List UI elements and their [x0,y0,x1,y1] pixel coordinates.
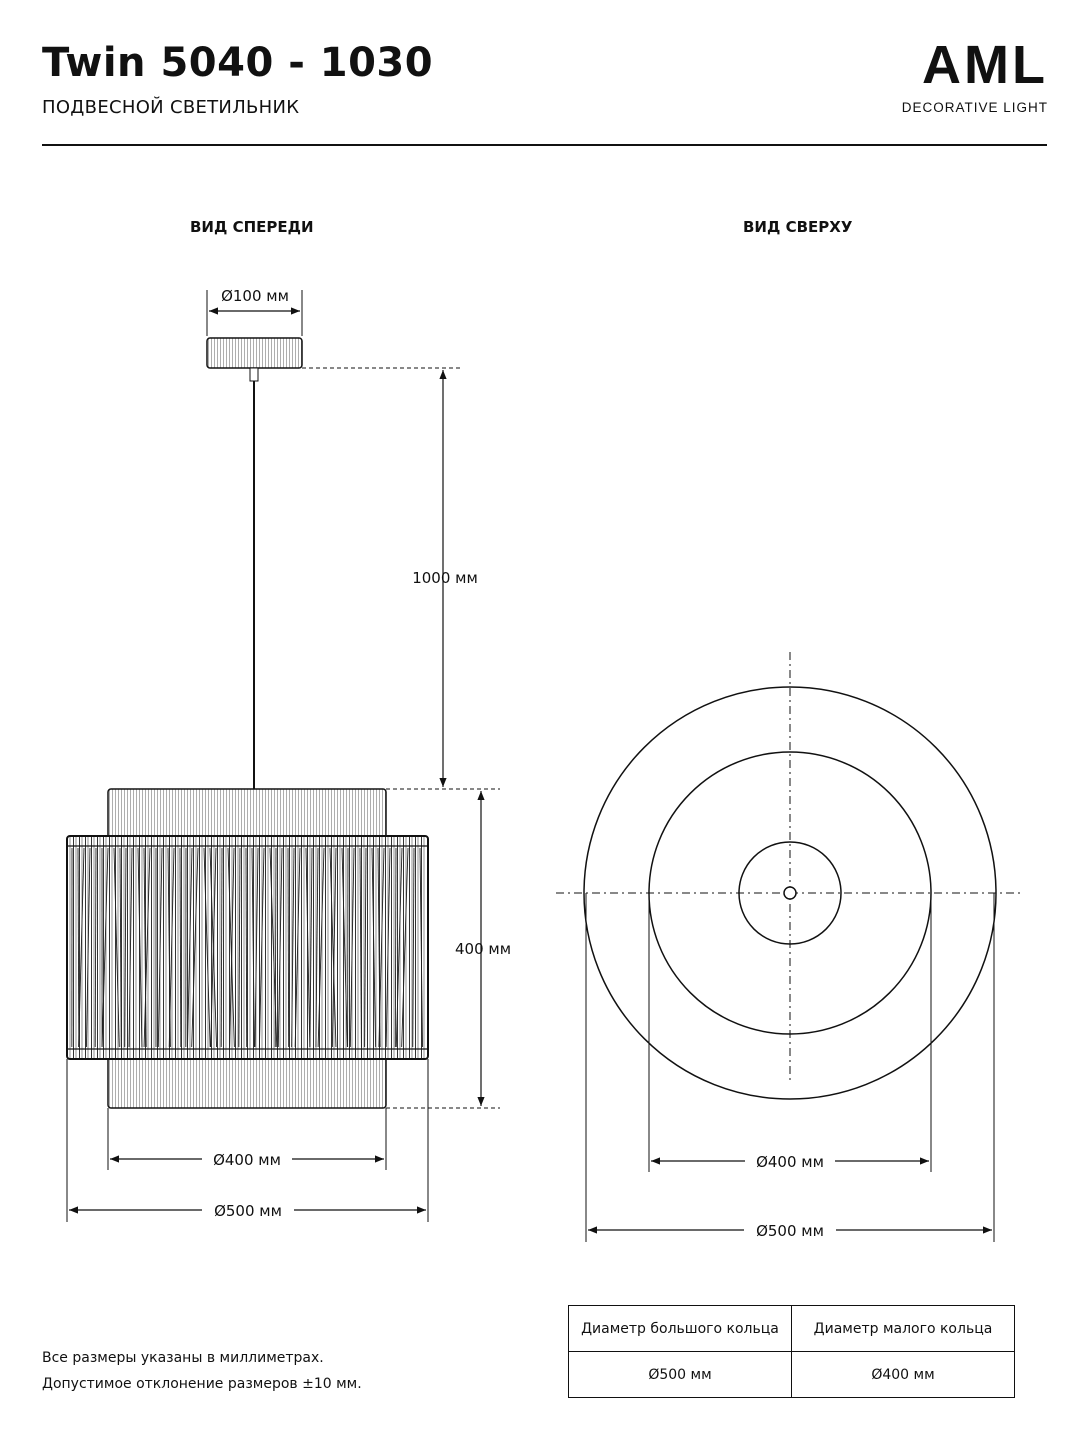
logo-tagline: DECORATIVE LIGHT [901,100,1048,115]
notes-block: Все размеры указаны в миллиметрах. Допус… [42,1345,362,1397]
canopy-dim-text: Ø100 мм [221,287,289,305]
front-view-label: ВИД СПЕРЕДИ [190,218,314,236]
spec-header-row: Диаметр большого кольца Диаметр малого к… [568,1305,1015,1352]
cable-fitting [249,367,259,382]
inner-front-dim-text: Ø400 мм [213,1151,281,1169]
brand-logo: AML DECORATIVE LIGHT [878,38,1048,115]
spec-value-large-ring: Ø500 мм [568,1351,792,1398]
product-title: Twin 5040 - 1030 [42,40,434,86]
ring-weave-pattern [71,847,423,1048]
cable-point [783,886,797,900]
spec-value-row: Ø500 мм Ø400 мм [568,1351,1015,1398]
cable-dim-text: 1000 мм [412,569,478,587]
top-view: Ø400 мм Ø500 мм [556,652,1024,1242]
center-disc-circle [738,841,842,945]
outer-front-dim-text: Ø500 мм [214,1202,282,1220]
spec-table: Диаметр большого кольца Диаметр малого к… [568,1305,1015,1398]
front-view: Ø100 мм 1000 мм 400 мм Ø400 мм [66,287,511,1222]
header-divider [42,144,1047,146]
spec-header-small-ring: Диаметр малого кольца [791,1305,1015,1352]
top-view-label: ВИД СВЕРХУ [743,218,853,236]
note-tolerance: Допустимое отклонение размеров ±10 мм. [42,1376,362,1392]
height-dim-text: 400 мм [455,940,511,958]
outer-top-dim-text: Ø500 мм [756,1222,824,1240]
inner-top-dim-text: Ø400 мм [756,1153,824,1171]
outer-ring-circle [583,686,997,1100]
spec-header-large-ring: Диаметр большого кольца [568,1305,792,1352]
spec-value-small-ring: Ø400 мм [791,1351,1015,1398]
outer-ring [66,835,429,1060]
note-units: Все размеры указаны в миллиметрах. [42,1350,324,1366]
logo-brand-text: AML [922,35,1048,95]
ceiling-canopy [206,337,303,369]
product-subtitle: ПОДВЕСНОЙ СВЕТИЛЬНИК [42,97,300,118]
